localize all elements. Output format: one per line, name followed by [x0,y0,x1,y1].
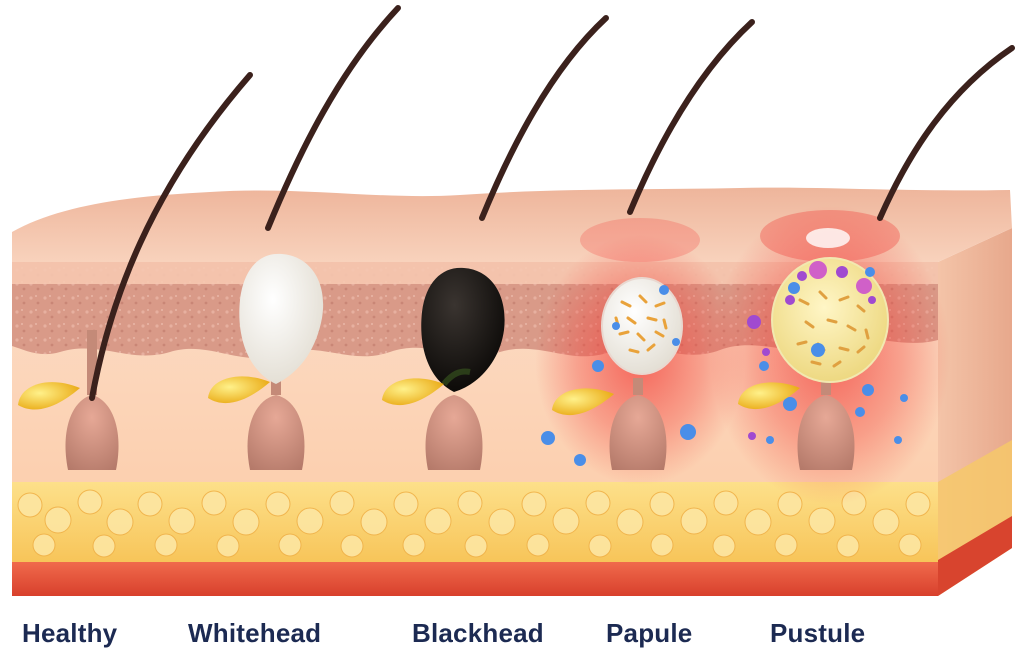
label-whitehead: Whitehead [188,618,322,648]
sebaceous-gland [738,382,800,410]
follicle-whitehead [208,5,401,470]
sebaceous-gland [382,378,444,406]
sebaceous-gland [552,388,614,416]
bacteria-rods [614,294,668,354]
hair-shaft [89,72,253,401]
muscle-layer [12,562,938,596]
sebaceous-gland [208,376,270,404]
whitehead-plug [239,253,324,384]
label-blackhead: Blackhead [412,618,544,648]
follicle-blackhead [382,15,609,470]
follicle-healthy [18,72,253,470]
hair-shaft [627,19,755,215]
bacteria-blue [759,267,908,444]
hair-shaft [479,15,609,221]
hair-shaft [877,45,1015,221]
sebaceous-gland [18,382,80,410]
bacteria-purple [747,261,876,440]
bacteria-rods [796,290,870,368]
label-papule: Papule [606,618,693,648]
label-pustule: Pustule [770,618,866,648]
label-healthy: Healthy [22,618,118,648]
follicle-papule [541,19,755,470]
bacteria-blue [541,285,696,466]
block-side-muscle [938,516,1012,596]
follicle-pustule [738,45,1015,470]
fat-cells [17,489,931,558]
blackhead-plug [421,267,505,392]
hair-shaft [265,5,401,231]
